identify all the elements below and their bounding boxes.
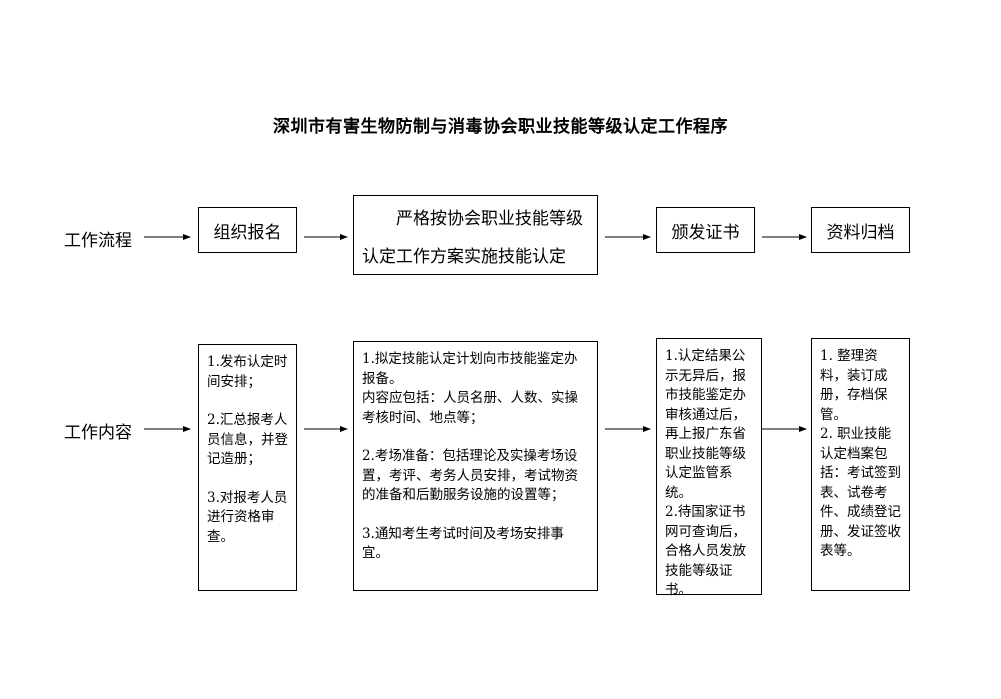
process-box-text: 资料归档 [826,222,895,243]
row-label-process: 工作流程 [64,231,132,251]
content-item: 2.待国家证书网可查询后，合格人员发放技能等级证书。 [665,504,746,598]
content-line: 2.考场准备：包括理论及实操考场设置，考评、考务人员安排，考试物资的准备和后勤服… [362,448,578,503]
content-line: 1.拟定技能认定计划向市技能鉴定办报备。 [362,351,578,387]
content-item: 2.考场准备：包括理论及实操考场设置，考评、考务人员安排，考试物资的准备和后勤服… [362,447,589,506]
process-box-text: 严格按协会职业技能等级认定工作方案实施技能认定 [362,209,583,267]
content-item: 1.拟定技能认定计划向市技能鉴定办报备。 内容应包括：人员名册、人数、实操考核时… [362,350,589,428]
process-box-issue-certificate: 颁发证书 [656,207,755,253]
content-item: 2.汇总报考人员信息，并登记造册； [207,412,288,467]
process-box-archive: 资料归档 [811,207,910,253]
content-box-issue-certificate: 1.认定结果公示无异后，报市技能鉴定办审核通过后，再上报广东省职业技能等级认定监… [656,338,762,598]
content-box-registration: 1.发布认定时间安排； 2.汇总报考人员信息，并登记造册； 3.对报考人员进行资… [198,344,297,591]
content-item: 3.对报考人员进行资格审查。 [207,489,288,545]
content-item: 1.发布认定时间安排； [207,354,288,390]
content-box-archive: 1. 整理资料，装订成册，存档保管。 2. 职业技能认定档案包括：考试签到表、试… [811,338,910,591]
page-title: 深圳市有害生物防制与消毒协会职业技能等级认定工作程序 [273,117,728,137]
content-item: 1.认定结果公示无异后，报市技能鉴定办审核通过后，再上报广东省职业技能等级认定监… [665,348,746,501]
process-box-text: 颁发证书 [671,222,740,243]
content-line: 3.通知考生考试时间及考场安排事宜。 [362,525,564,562]
process-box-certification: 严格按协会职业技能等级认定工作方案实施技能认定 [353,195,598,275]
row-label-content: 工作内容 [64,423,132,443]
process-box-registration: 组织报名 [198,207,297,253]
content-item: 3.通知考生考试时间及考场安排事宜。 [362,525,589,564]
content-item: 1. 整理资料，装订成册，存档保管。 [820,348,888,423]
content-item: 2. 职业技能认定档案包括：考试签到表、试卷考件、成绩登记册、发证签收表等。 [820,426,901,559]
process-box-text: 组织报名 [213,222,282,243]
content-line: 内容应包括：人员名册、人数、实操考核时间、地点等； [362,390,578,426]
content-box-certification: 1.拟定技能认定计划向市技能鉴定办报备。 内容应包括：人员名册、人数、实操考核时… [353,341,598,591]
